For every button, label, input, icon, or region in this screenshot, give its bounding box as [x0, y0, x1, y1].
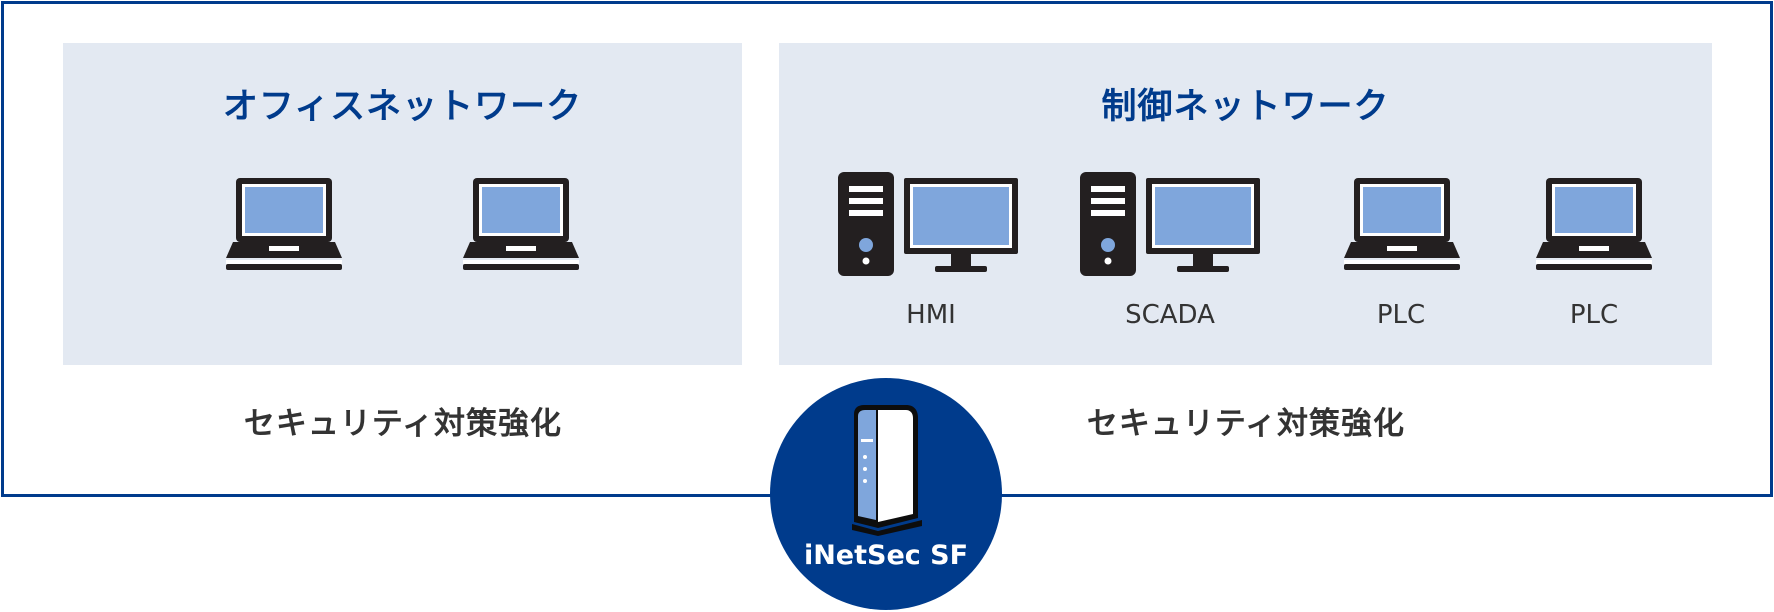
laptop-icon [1536, 178, 1652, 270]
device-label-scada: SCADA [1125, 300, 1215, 330]
control-network-title: 制御ネットワーク [1101, 87, 1390, 127]
control-security-caption: セキュリティ対策強化 [1086, 406, 1406, 442]
product-name: iNetSec SF [803, 540, 969, 571]
office-network-title: オフィスネットワーク [222, 87, 583, 127]
office-network-zone [63, 43, 742, 365]
device-label-hmi: HMI [906, 300, 956, 330]
desktop-icon [1080, 172, 1260, 276]
device-label-plc: PLC [1376, 300, 1426, 330]
laptop-icon [226, 178, 342, 270]
laptop-icon [1344, 178, 1460, 270]
office-security-caption: セキュリティ対策強化 [243, 406, 563, 442]
laptop-icon [463, 178, 579, 270]
network-appliance-icon [852, 405, 922, 536]
device-label-plc: PLC [1569, 300, 1619, 330]
desktop-icon [838, 172, 1018, 276]
inetsec-sf-badge: iNetSec SF [770, 378, 1002, 610]
